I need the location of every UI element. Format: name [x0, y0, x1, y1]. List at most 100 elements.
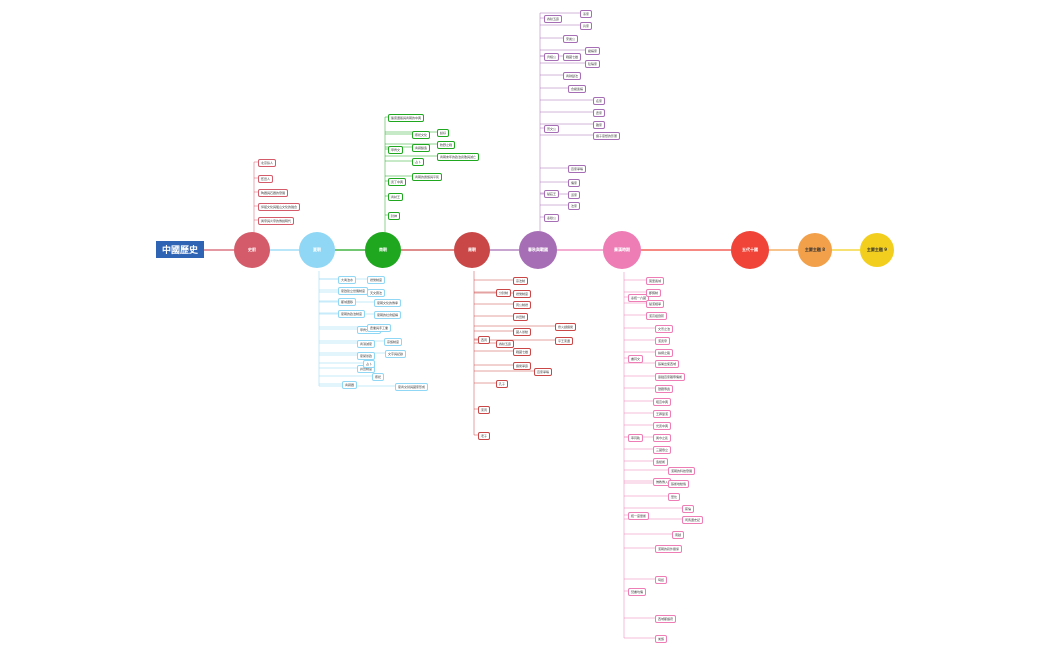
topic-node[interactable]: 蔡倫 [682, 505, 695, 513]
topic-node[interactable]: 名家 [593, 97, 606, 105]
topic-node[interactable]: 書同文 [628, 355, 644, 363]
period-node[interactable]: 五代十國 [731, 231, 769, 269]
topic-node[interactable]: 統一度量衡 [628, 512, 650, 520]
period-node[interactable]: 夏朝 [299, 232, 335, 268]
topic-node[interactable]: 羌族 [655, 635, 668, 643]
topic-node[interactable]: 秦統一六國 [628, 294, 650, 302]
topic-node[interactable]: 晉文公 [544, 125, 560, 133]
period-node[interactable]: 周朝 [454, 232, 490, 268]
topic-node[interactable]: 夏朝文化的傳承 [374, 299, 402, 307]
topic-node[interactable]: 百家爭鳴 [568, 165, 587, 173]
topic-node[interactable]: 盤庚遷殷與商朝的中興 [388, 114, 425, 122]
topic-node[interactable]: 井田制 [513, 313, 529, 321]
topic-node[interactable]: 商朝末年的政治腐敗與滅亡 [437, 153, 480, 161]
topic-node[interactable]: 罷黜百家獨尊儒術 [655, 373, 686, 381]
topic-node[interactable]: 老子 [478, 432, 491, 440]
topic-node[interactable]: 絲綢之路 [655, 349, 674, 357]
topic-node[interactable]: 孔子 [496, 380, 509, 388]
topic-node[interactable]: 宗法制 [513, 277, 529, 285]
topic-node[interactable]: 張騫出使西域 [655, 360, 680, 368]
topic-node[interactable]: 藍田人 [258, 175, 274, 183]
period-node[interactable]: 主要主題 8 [798, 233, 832, 267]
topic-node[interactable]: 戰國七雄 [563, 53, 582, 61]
topic-node[interactable]: 周公制禮 [513, 301, 532, 309]
topic-node[interactable]: 司馬遷史記 [682, 516, 704, 524]
topic-node[interactable]: 郡縣制 [646, 289, 662, 297]
topic-node[interactable]: 戰國七雄 [513, 348, 532, 356]
topic-node[interactable]: 祭祀 [372, 373, 385, 381]
topic-node[interactable]: 兵家 [580, 22, 593, 30]
topic-node[interactable]: 楚漢相爭 [646, 300, 665, 308]
topic-node[interactable]: 張衡地動儀 [668, 480, 690, 488]
topic-node[interactable]: 青銅器 [342, 381, 358, 389]
topic-node[interactable]: 商朝的貴族與平民 [412, 173, 443, 181]
topic-node[interactable]: 春秋五霸 [496, 340, 515, 348]
topic-node[interactable]: 三國鼎立 [653, 446, 672, 454]
topic-node[interactable]: 夏朝的社會結構 [374, 311, 402, 319]
topic-node[interactable]: 夏桀暴政 [357, 352, 376, 360]
topic-node[interactable]: 天文曆法 [367, 289, 386, 297]
topic-node[interactable]: 漢朝的科技發展 [668, 467, 696, 475]
topic-node[interactable]: 牧野之戰 [437, 141, 456, 149]
topic-node[interactable]: 黃巾之亂 [653, 434, 672, 442]
topic-node[interactable]: 漢武帝 [655, 337, 671, 345]
topic-node[interactable]: 合縱連橫 [568, 85, 587, 93]
topic-node[interactable]: 農業與手工業 [367, 324, 392, 332]
topic-node[interactable]: 夏啟建立世襲制度 [338, 287, 369, 295]
topic-node[interactable]: 秦穆公 [544, 214, 560, 222]
topic-node[interactable]: 禮樂制度 [513, 290, 532, 298]
topic-node[interactable]: 夏商交替與國家形成 [395, 383, 429, 391]
period-node[interactable]: 史前 [234, 232, 270, 268]
topic-node[interactable]: 婦好 [437, 129, 450, 137]
topic-node[interactable]: 平王東遷 [555, 337, 574, 345]
topic-node[interactable]: 道家 [568, 191, 581, 199]
period-node[interactable]: 春秋與戰國 [519, 231, 557, 269]
topic-node[interactable]: 春秋五霸 [544, 15, 563, 23]
topic-node[interactable]: 封神 [388, 212, 401, 220]
topic-node[interactable]: 甲骨文 [388, 146, 404, 154]
topic-node[interactable]: 占卜 [363, 360, 376, 368]
period-node[interactable]: 秦漢時期 [603, 231, 641, 269]
topic-node[interactable]: 西域都護府 [655, 615, 677, 623]
topic-node[interactable]: 分封制 [496, 289, 512, 297]
topic-node[interactable]: 陶器與石器的發展 [258, 189, 289, 197]
topic-node[interactable]: 光武中興 [653, 422, 672, 430]
topic-node[interactable]: 法家 [568, 202, 581, 210]
topic-node[interactable]: 諸侯爭霸 [513, 362, 532, 370]
topic-node[interactable]: 宋襄公 [563, 35, 579, 43]
topic-node[interactable]: 縱橫家 [585, 47, 601, 55]
topic-node[interactable]: 文字與記錄 [385, 350, 407, 358]
topic-node[interactable]: 商湯滅夏 [357, 340, 376, 348]
topic-node[interactable]: 商鞅變法 [563, 72, 582, 80]
topic-node[interactable]: 仰韶文化與龍山文化的融合 [258, 203, 301, 211]
topic-node[interactable]: 東周 [478, 406, 491, 414]
topic-node[interactable]: 百家爭鳴 [534, 368, 553, 376]
topic-node[interactable]: 鹽鐵專賣 [655, 385, 674, 393]
period-node[interactable]: 商朝 [365, 232, 401, 268]
topic-node[interactable]: 車同軌 [628, 434, 644, 442]
topic-node[interactable]: 文景之治 [655, 325, 674, 333]
topic-node[interactable]: 烽火戲諸侯 [555, 323, 577, 331]
topic-node[interactable]: 萬里長城 [646, 277, 665, 285]
topic-node[interactable]: 商紂王 [388, 193, 404, 201]
topic-node[interactable]: 農家 [593, 109, 606, 117]
topic-node[interactable]: 楚莊王 [544, 190, 560, 198]
topic-node[interactable]: 雜家 [593, 121, 606, 129]
topic-node[interactable]: 南越 [672, 531, 685, 539]
topic-node[interactable]: 齊桓公 [544, 53, 560, 61]
topic-node[interactable]: 諸子思想的影響 [593, 132, 621, 140]
topic-node[interactable]: 匈奴 [655, 576, 668, 584]
topic-node[interactable]: 儒家 [568, 179, 581, 187]
topic-node[interactable]: 造紙術 [653, 458, 669, 466]
topic-node[interactable]: 夏朝的政治制度 [338, 310, 366, 318]
topic-node[interactable]: 禮樂制度 [367, 276, 386, 284]
topic-node[interactable]: 宗族制度 [384, 338, 403, 346]
topic-node[interactable]: 華佗 [668, 493, 681, 501]
topic-node[interactable]: 漢高祖劉邦 [646, 312, 668, 320]
topic-node[interactable]: 都城遷移 [338, 298, 357, 306]
topic-node[interactable]: 墨家 [580, 10, 593, 18]
topic-node[interactable]: 占卜 [412, 158, 425, 166]
topic-node[interactable]: 王莽篡漢 [653, 410, 672, 418]
topic-node[interactable]: 漢朝的對外關係 [655, 545, 683, 553]
topic-node[interactable]: 國人暴動 [513, 328, 532, 336]
